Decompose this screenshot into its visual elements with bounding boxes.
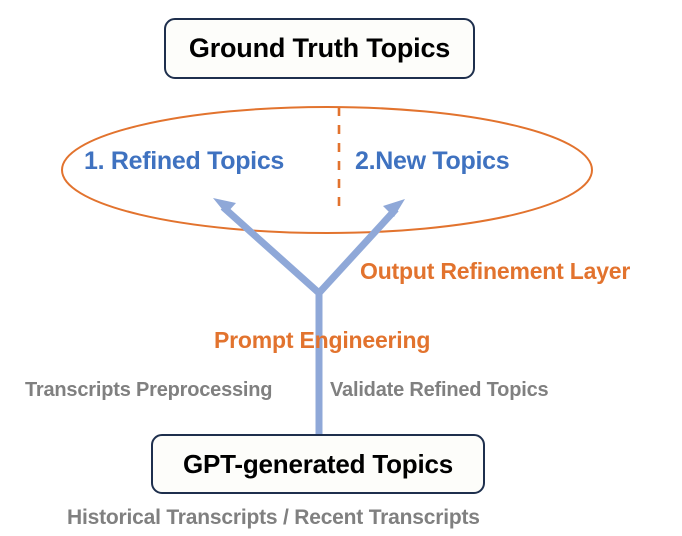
transcripts-preprocessing-label: Transcripts Preprocessing xyxy=(25,379,273,401)
historical-recent-transcripts-label: Historical Transcripts / Recent Transcri… xyxy=(67,506,480,529)
new-topics-label: 2.New Topics xyxy=(355,147,510,175)
gpt-generated-topics-label: GPT-generated Topics xyxy=(182,448,454,479)
validate-refined-topics-label: Validate Refined Topics xyxy=(330,379,549,401)
ground-truth-topics-label: Ground Truth Topics xyxy=(188,33,451,63)
output-categories-ellipse xyxy=(61,106,593,234)
ground-truth-topics-box: Ground Truth Topics xyxy=(164,18,475,79)
refined-topics-label: 1. Refined Topics xyxy=(84,147,285,175)
gpt-generated-topics-box: GPT-generated Topics xyxy=(151,434,485,494)
prompt-engineering-label: Prompt Engineering xyxy=(214,327,431,353)
branch-arrow-to-refined-topics xyxy=(213,198,322,296)
output-refinement-layer-label: Output Refinement Layer xyxy=(360,258,631,284)
branch-arrow-to-new-topics xyxy=(316,199,405,296)
